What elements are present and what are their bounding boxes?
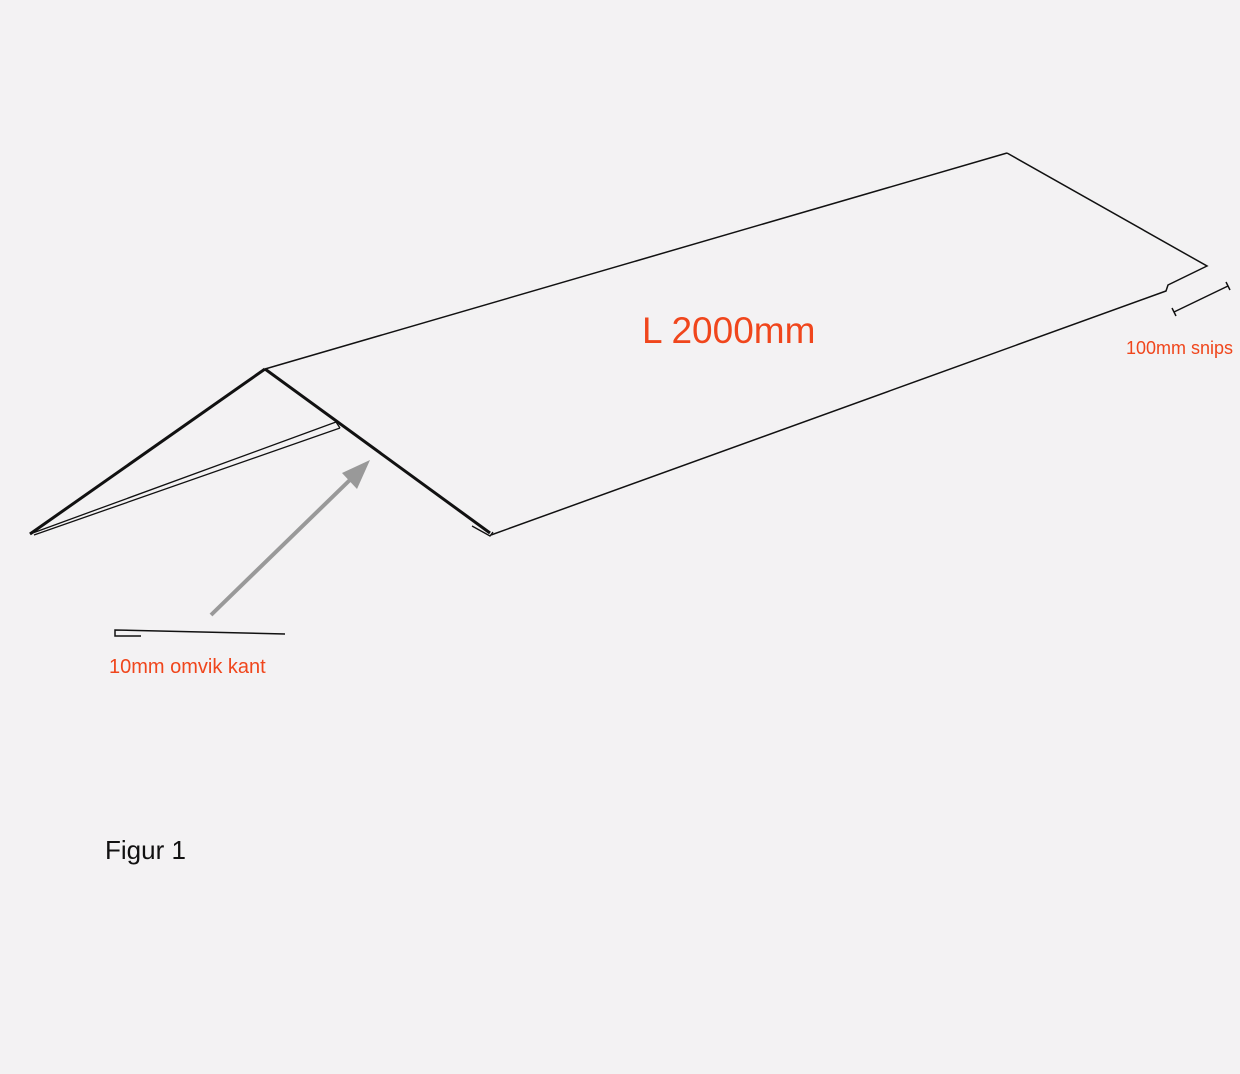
inner-edge-1: [29, 421, 337, 535]
ridge-line: [264, 152, 1008, 370]
snips-dimension: [1171, 281, 1231, 317]
inner-edge-2: [33, 427, 341, 536]
hem-tip: [471, 525, 494, 537]
length-label: L 2000mm: [642, 310, 816, 351]
pointer-arrow: [209, 460, 370, 617]
figure-caption: Figur 1: [105, 835, 186, 865]
right-flank: [264, 367, 491, 535]
right-end-edge: [490, 152, 1209, 536]
snips-label: 100mm snips: [1126, 338, 1234, 358]
hem-edge-label: 10mm omvik kant: [109, 656, 266, 678]
inner-edge-cap: [335, 421, 341, 429]
left-flank-outer: [29, 367, 266, 536]
hem-detail-profile: [114, 629, 286, 637]
